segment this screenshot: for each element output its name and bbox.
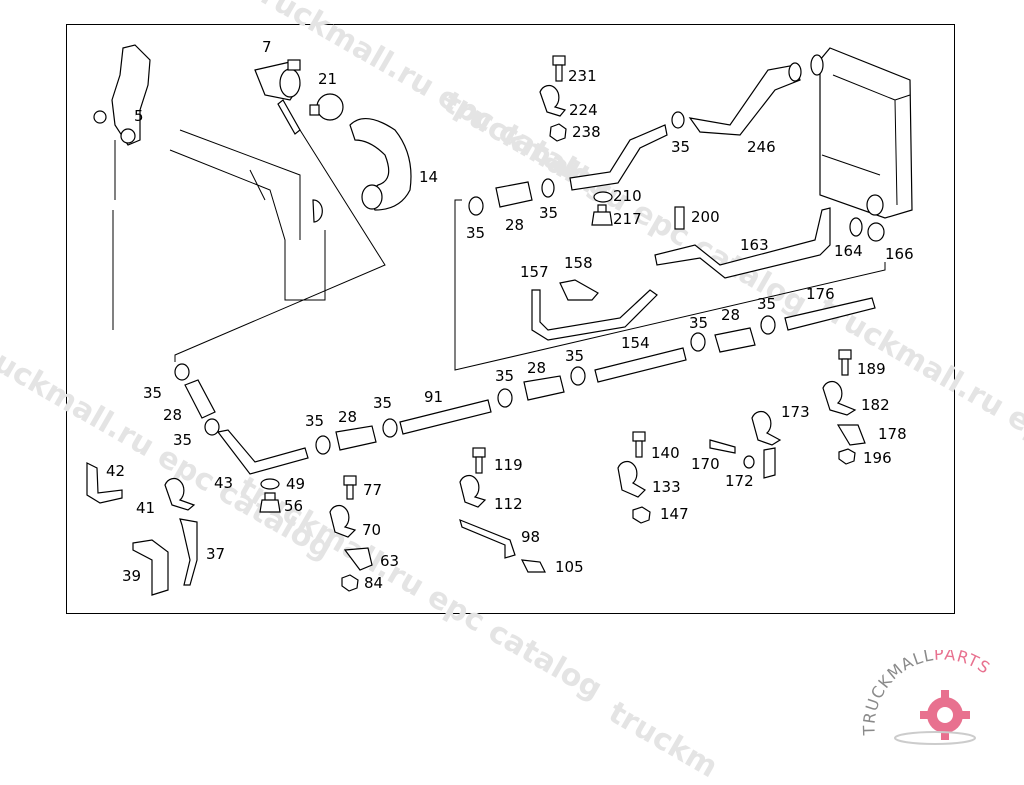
callout-166: 166 [885, 247, 914, 262]
callout-231: 231 [568, 69, 597, 84]
callout-21: 21 [318, 72, 337, 87]
plate-200 [675, 207, 684, 229]
logo-text-gray: TRUCKMALL [859, 650, 935, 737]
callout-39: 39 [122, 569, 141, 584]
callout-84: 84 [364, 576, 383, 591]
plug-217 [592, 205, 612, 225]
strap-37 [180, 519, 197, 585]
callout-176: 176 [806, 287, 835, 302]
clamp-158 [560, 280, 598, 300]
part-154-pipe [595, 348, 686, 382]
callout-35: 35 [143, 386, 162, 401]
callout-133: 133 [652, 480, 681, 495]
callout-28: 28 [163, 408, 182, 423]
callout-224: 224 [569, 103, 598, 118]
callout-178: 178 [878, 427, 907, 442]
callout-35: 35 [671, 140, 690, 155]
callout-246: 246 [747, 140, 776, 155]
callout-7: 7 [262, 40, 272, 55]
callout-35: 35 [373, 396, 392, 411]
callout-164: 164 [834, 244, 863, 259]
callout-182: 182 [861, 398, 890, 413]
nut-238 [550, 124, 566, 141]
clamp-224 [540, 86, 565, 116]
callout-35: 35 [173, 433, 192, 448]
callout-157: 157 [520, 265, 549, 280]
callout-172: 172 [725, 474, 754, 489]
callout-91: 91 [424, 390, 443, 405]
callout-35: 35 [757, 297, 776, 312]
part-43-pipe [218, 430, 308, 474]
callout-35: 35 [689, 316, 708, 331]
callout-56: 56 [284, 499, 303, 514]
callout-28: 28 [338, 410, 357, 425]
callout-28: 28 [505, 218, 524, 233]
callout-35: 35 [466, 226, 485, 241]
callout-147: 147 [660, 507, 689, 522]
part-7-housing [255, 60, 300, 134]
oil-cooler [811, 48, 912, 218]
callout-200: 200 [691, 210, 720, 225]
callout-196: 196 [863, 451, 892, 466]
bolt-231 [553, 56, 565, 81]
part-246-hose [690, 65, 800, 135]
callout-37: 37 [206, 547, 225, 562]
truckmallparts-logo: TRUCKMALLPARTS [850, 650, 1024, 750]
part-21-clamp [310, 94, 343, 120]
callout-49: 49 [286, 477, 305, 492]
callout-98: 98 [521, 530, 540, 545]
callout-210: 210 [613, 189, 642, 204]
callout-77: 77 [363, 483, 382, 498]
callout-14: 14 [419, 170, 438, 185]
callout-28: 28 [721, 308, 740, 323]
callout-35: 35 [565, 349, 584, 364]
logo-text-pink: PARTS [934, 650, 994, 678]
callout-154: 154 [621, 336, 650, 351]
callout-41: 41 [136, 501, 155, 516]
washer-210 [594, 192, 612, 202]
callout-35: 35 [495, 369, 514, 384]
callout-140: 140 [651, 446, 680, 461]
callout-28: 28 [527, 361, 546, 376]
callout-5: 5 [134, 109, 144, 124]
callout-217: 217 [613, 212, 642, 227]
callout-163: 163 [740, 238, 769, 253]
callout-42: 42 [106, 464, 125, 479]
part-91-pipe [400, 400, 491, 434]
callout-238: 238 [572, 125, 601, 140]
callout-43: 43 [214, 476, 233, 491]
callout-70: 70 [362, 523, 381, 538]
svg-text:TRUCKMALLPARTS: TRUCKMALLPARTS [859, 650, 994, 737]
callout-158: 158 [564, 256, 593, 271]
callout-170: 170 [691, 457, 720, 472]
callout-35: 35 [305, 414, 324, 429]
callout-35: 35 [539, 206, 558, 221]
callout-189: 189 [857, 362, 886, 377]
callout-119: 119 [494, 458, 523, 473]
callout-112: 112 [494, 497, 523, 512]
callout-63: 63 [380, 554, 399, 569]
callout-173: 173 [781, 405, 810, 420]
clamp-41 [165, 479, 194, 510]
callout-105: 105 [555, 560, 584, 575]
